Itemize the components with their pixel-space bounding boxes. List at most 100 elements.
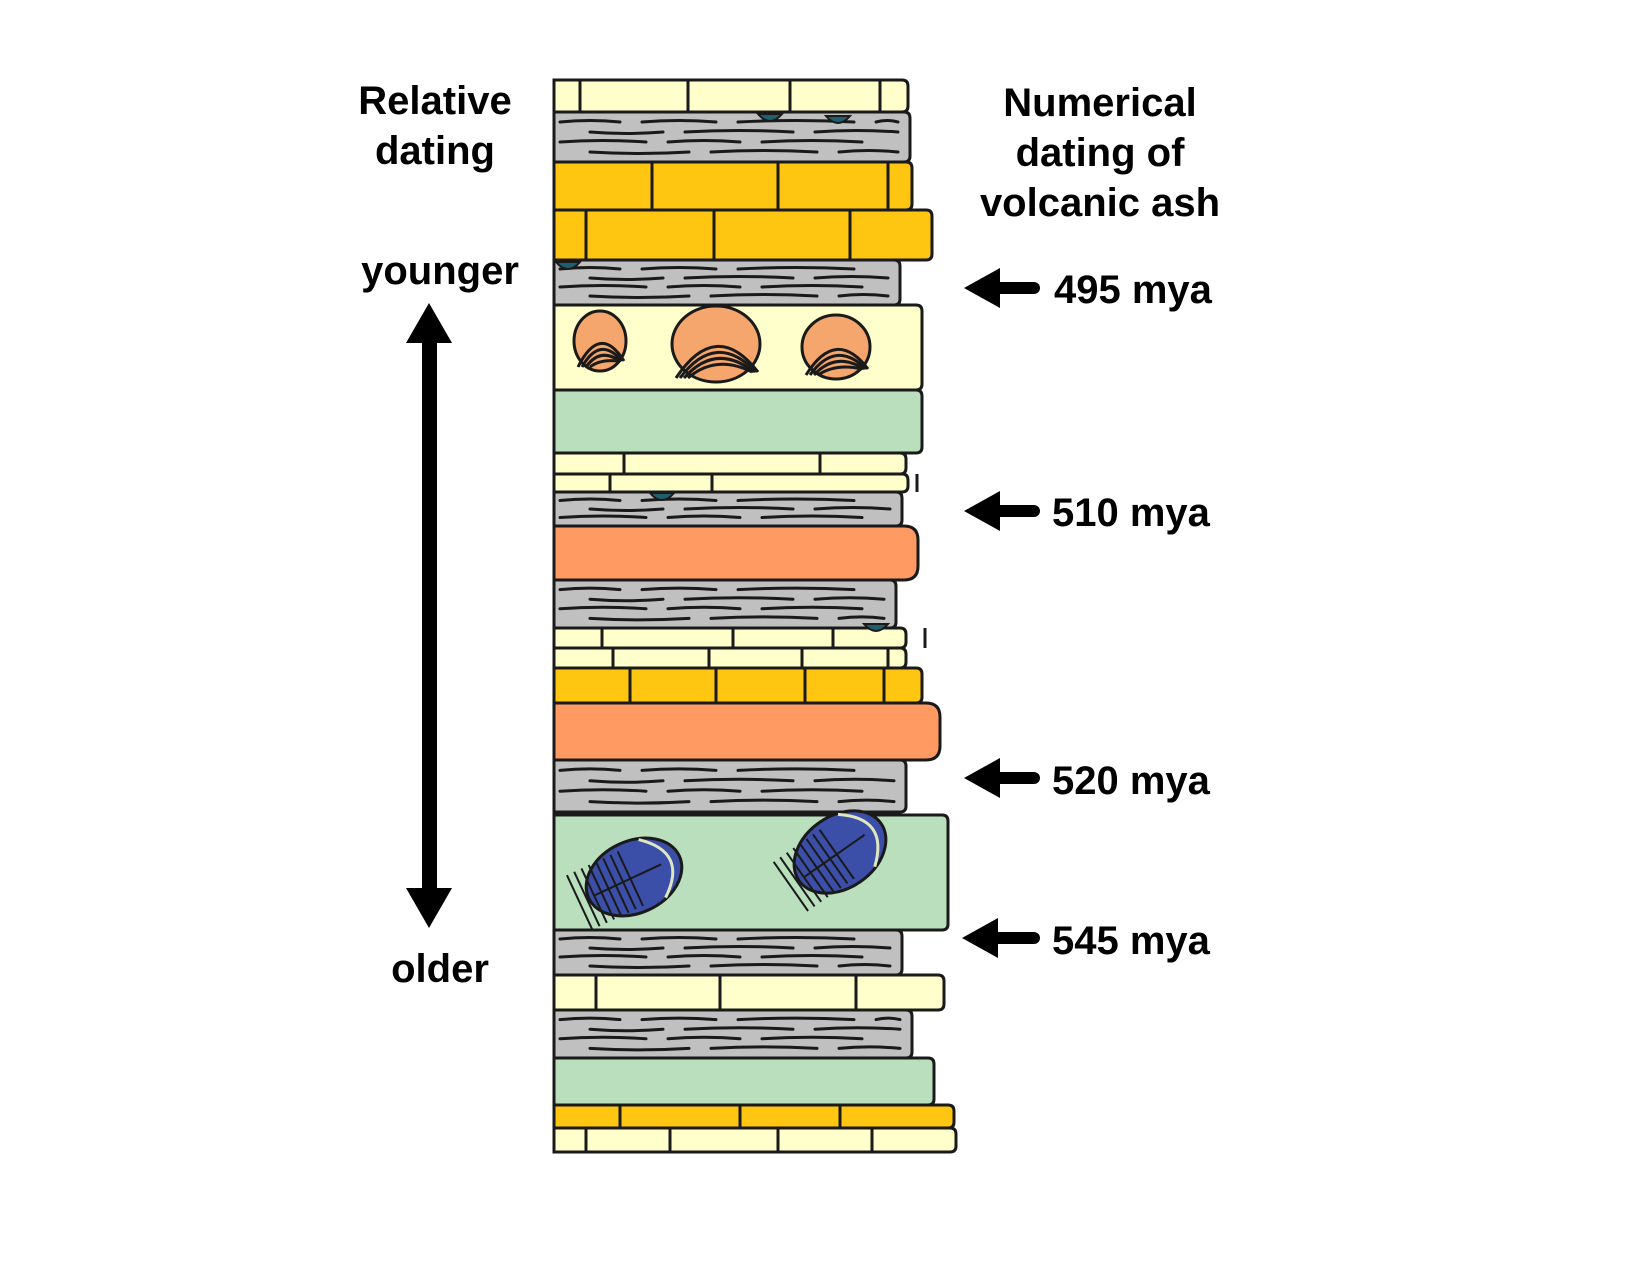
shale-lamination [760,514,864,519]
shale-lamination [558,767,622,772]
shale-lamination [588,1027,665,1033]
shale-lamination [558,954,648,959]
shale-lamination [874,119,900,124]
layer-yellow-limestone [552,160,914,212]
shale-lamination [760,1035,864,1041]
shale-lamination [813,777,896,783]
shale-lamination [588,276,665,281]
arrow-left-icon [964,268,1040,308]
layer-body [552,472,910,494]
shale-lamination [760,788,864,793]
numerical-dating-line2: dating of [1015,131,1185,175]
mineral-nodule [823,115,853,124]
relative-dating-line2: dating [375,129,495,173]
shale-lamination [760,605,864,611]
shale-lamination [709,615,819,620]
layer-pale-limestone [552,1126,958,1154]
layer-pale-limestone [552,646,908,670]
shale-lamination [709,149,819,154]
arrow-down-head-icon [406,888,452,928]
shale-lamination [558,605,648,611]
shale-lamination [558,139,648,144]
shale-lamination [736,266,856,271]
layer-body [552,208,934,262]
mineral-nodule [755,113,785,122]
age-double-arrow [406,303,452,928]
ash-date-label-495: 495 mya [1054,268,1212,312]
shale-lamination [813,945,892,950]
shale-lamination [683,1026,795,1031]
layer-body [552,1126,958,1154]
clam-fossil-icon [800,313,872,381]
layer-green-mudstone [552,388,924,455]
shale-lamination [837,615,886,620]
shale-lamination [760,139,864,144]
shale-lamination [588,779,665,784]
shale-lamination [837,798,896,804]
shale-lamination [588,1046,691,1052]
shale-lamination [813,275,890,280]
shale-lamination [760,284,864,289]
shale-lamination [640,266,718,271]
shale-lamination [588,294,691,299]
shale-lamination [666,139,742,144]
shale-lamination [683,596,795,601]
arrow-left-icon [964,758,1040,798]
shale-lamination [736,936,856,941]
layer-body [552,78,910,114]
layer-body [552,626,908,650]
shale-lamination [736,767,856,772]
shale-lamination [813,596,886,601]
shale-lamination [558,514,648,519]
layer-body [552,701,942,762]
shale-lamination [640,119,718,124]
shale-lamination [837,149,900,154]
shale-lamination [736,497,856,502]
layer-body [552,666,924,705]
shale-lamination [588,946,665,951]
layer-clam-fossil-layer [552,303,924,392]
layer-shale [552,928,904,977]
shale-lamination [813,129,900,134]
shale-lamination [558,284,648,289]
layer-green-mudstone [552,1056,936,1107]
shale-lamination [558,1016,622,1022]
shale-lamination [813,506,892,511]
layer-shale [552,110,912,164]
layer-body [552,110,912,164]
shale-lamination [588,964,691,969]
layer-body [552,973,946,1012]
layer-pale-limestone [552,78,910,114]
shale-lamination [640,767,718,772]
numerical-dating-line1: Numerical [1003,81,1197,125]
shale-lamination [666,605,742,611]
layer-shale [552,490,904,528]
shale-lamination [683,129,795,134]
shale-lamination [558,1035,648,1041]
clam-fossil-icon [572,309,628,373]
date-arrows [962,268,1040,958]
shale-lamination [683,777,795,783]
layer-pale-limestone [552,626,927,650]
layer-pale-limestone [552,973,946,1012]
layer-body [552,451,908,476]
trilobite-fossil-icon [566,836,684,930]
shale-lamination [588,150,691,155]
shale-lamination [558,936,622,941]
layer-shale [552,1008,914,1060]
arrow-left-icon [962,918,1040,958]
layer-volcanic-ash [552,524,920,582]
shale-lamination [588,616,691,622]
ash-date-label-510: 510 mya [1052,491,1210,535]
layer-body [552,646,908,670]
ash-date-label-520: 520 mya [1052,759,1210,803]
relative-dating-line1: Relative [358,79,512,123]
relative-dating-heading: Relative dating [330,76,540,176]
layer-body [552,1103,956,1130]
clam-fossil-icon [670,304,762,384]
rock-column [552,78,958,1154]
layer-yellow-limestone [552,208,934,262]
shale-lamination [640,1016,718,1022]
shale-lamination [709,1045,819,1050]
shale-lamination [640,586,718,592]
